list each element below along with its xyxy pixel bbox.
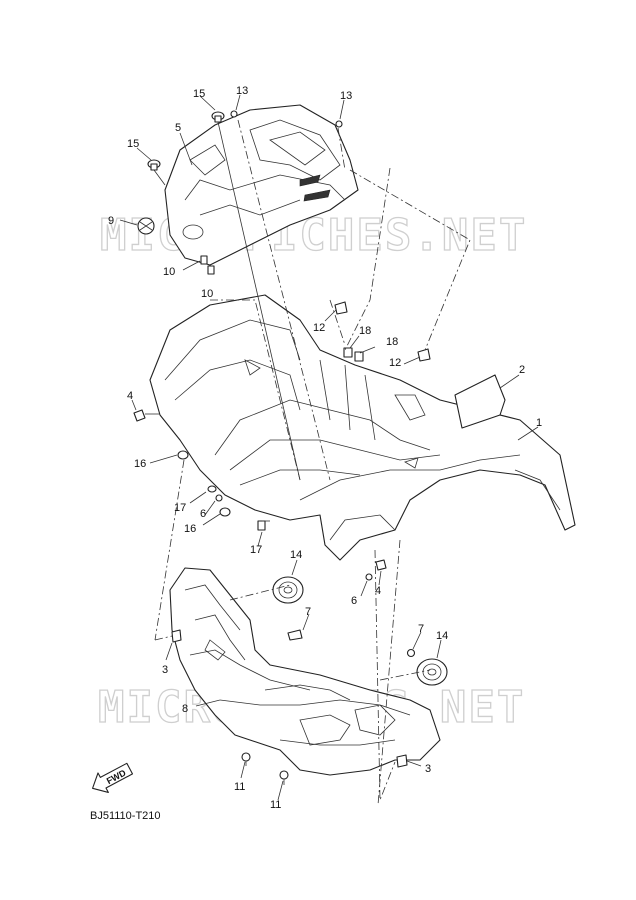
part-18-nut-b[interactable] — [354, 351, 364, 362]
callout-4-right: 4 — [375, 585, 381, 597]
callout-18-a: 18 — [359, 325, 371, 337]
part-11-screw-b[interactable] — [279, 770, 289, 785]
callout-10-b: 10 — [201, 288, 213, 300]
part-13-screw-a[interactable] — [230, 110, 238, 118]
callout-14-right: 14 — [436, 630, 448, 642]
callout-5: 5 — [175, 122, 181, 134]
callout-7-left: 7 — [305, 606, 311, 618]
callout-7-right: 7 — [418, 623, 424, 635]
fwd-arrow-icon: FWD — [92, 762, 134, 793]
part-18-nut-a[interactable] — [343, 347, 353, 358]
part-10-clip-a[interactable] — [200, 255, 208, 265]
callout-15-top: 15 — [193, 88, 205, 100]
assembly-lines — [154, 119, 471, 806]
callout-17-lower: 17 — [250, 544, 262, 556]
callout-3-right: 3 — [425, 763, 431, 775]
part-14-grommet-right[interactable] — [416, 658, 448, 686]
part-4-bolt-right[interactable] — [375, 559, 387, 571]
callout-6-right: 6 — [351, 595, 357, 607]
callout-8: 8 — [182, 703, 188, 715]
part-1-front-fender[interactable] — [149, 294, 576, 561]
part-14-grommet-left[interactable] — [272, 576, 304, 604]
part-6-collar-b[interactable] — [365, 573, 373, 581]
part-2-pad[interactable] — [454, 374, 506, 429]
part-12-clip-right[interactable] — [417, 348, 431, 362]
watermark-top: MICROFICHES.NET — [100, 210, 527, 261]
callout-18-b: 18 — [386, 336, 398, 348]
part-3-nut-right[interactable] — [396, 754, 408, 768]
part-9-grommet[interactable] — [137, 217, 155, 235]
part-8-lower-shroud[interactable] — [169, 567, 441, 776]
callout-9: 9 — [108, 215, 114, 227]
part-17-rivet-a[interactable] — [207, 485, 217, 493]
callout-11-b: 11 — [270, 799, 281, 811]
diagram-code: BJ51110-T210 — [90, 810, 161, 822]
callout-15-left: 15 — [127, 138, 139, 150]
callout-13-left: 13 — [236, 85, 248, 97]
part-13-screw-b[interactable] — [335, 120, 343, 128]
part-12-clip-left[interactable] — [334, 301, 348, 315]
part-3-nut-left[interactable] — [171, 629, 182, 643]
callout-16-left: 16 — [134, 458, 146, 470]
callout-10-a: 10 — [163, 266, 175, 278]
callout-1: 1 — [536, 417, 542, 429]
part-5-upper-cover[interactable] — [164, 104, 359, 266]
callout-16-lower: 16 — [184, 523, 196, 535]
part-6-collar-a[interactable] — [215, 494, 223, 502]
callout-12-right: 12 — [389, 357, 401, 369]
callout-14-left: 14 — [290, 549, 302, 561]
part-10-clip-b[interactable] — [207, 265, 215, 275]
callout-17-left: 17 — [174, 502, 186, 514]
callout-12-left: 12 — [313, 322, 325, 334]
callout-11-a: 11 — [234, 781, 245, 793]
callouts: 15 13 13 5 15 9 10 10 12 18 18 12 2 4 1 … — [108, 85, 542, 811]
callout-13-right: 13 — [340, 90, 352, 102]
part-11-screw-a[interactable] — [241, 752, 251, 766]
part-15-rivet-top[interactable] — [211, 111, 225, 123]
part-17-rivet-b[interactable] — [257, 520, 270, 531]
part-15-rivet-left[interactable] — [147, 159, 161, 171]
part-7-screw-a[interactable] — [287, 629, 303, 641]
part-7-screw-b[interactable] — [406, 648, 416, 658]
callout-6-left: 6 — [200, 508, 206, 520]
part-4-bolt-left[interactable] — [133, 409, 160, 422]
leader-lines — [119, 94, 539, 801]
part-16-grommet-b[interactable] — [219, 507, 231, 517]
callout-4-left: 4 — [127, 390, 133, 402]
callout-2: 2 — [519, 364, 525, 376]
callout-3-left: 3 — [162, 664, 168, 676]
part-16-grommet-a[interactable] — [177, 450, 189, 460]
